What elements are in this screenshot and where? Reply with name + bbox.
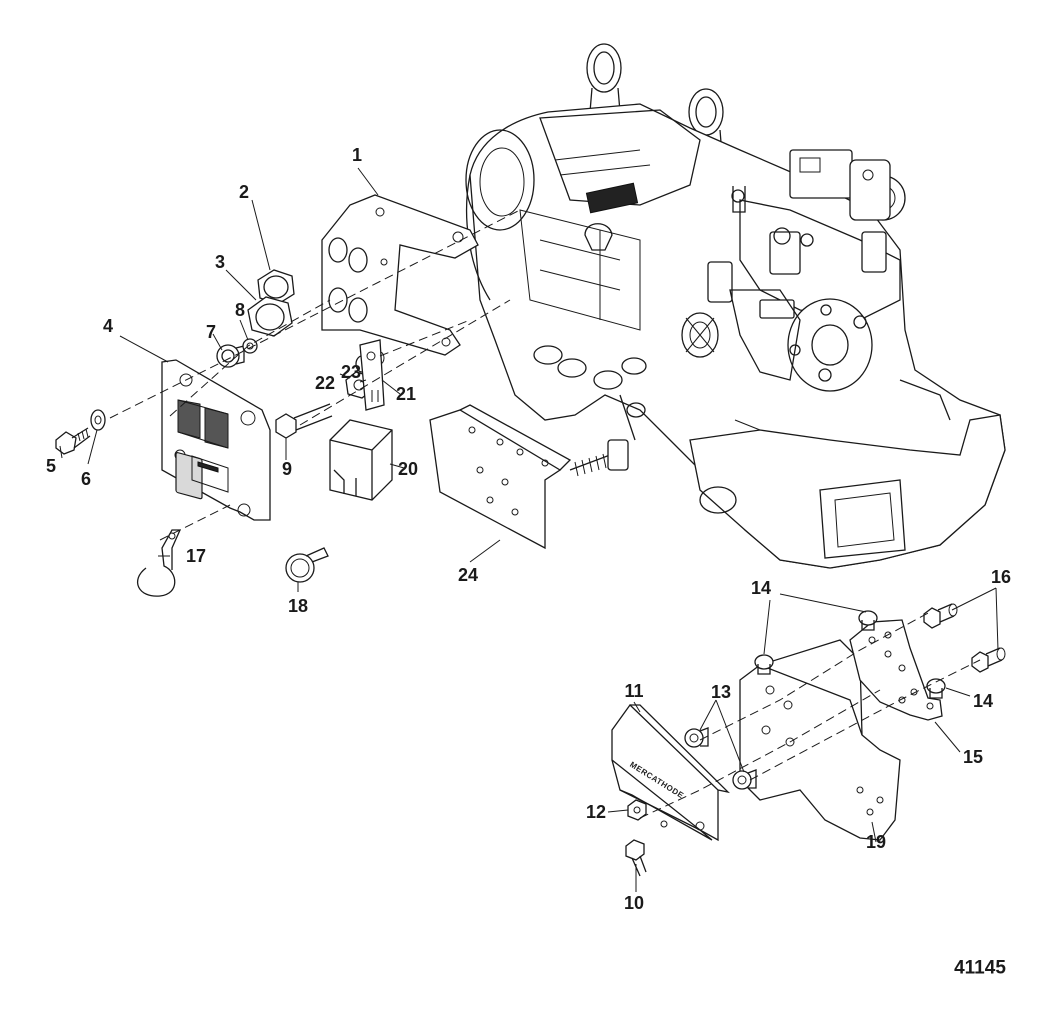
callout-8: 8 — [234, 300, 246, 320]
callout-19: 19 — [865, 832, 887, 852]
callout-1: 1 — [351, 145, 363, 165]
callout-17: 17 — [185, 546, 207, 566]
screw-14-top — [858, 610, 878, 631]
nut-12 — [627, 799, 647, 821]
seal-ring-3 — [247, 296, 293, 337]
bolt-16-top — [923, 603, 958, 629]
callout-11: 11 — [624, 681, 644, 701]
callout-6: 6 — [80, 469, 92, 489]
callout-9: 9 — [281, 459, 293, 479]
callout-13: 13 — [710, 682, 732, 702]
bolt-16-bottom — [971, 647, 1006, 673]
ecm-plate-4 — [161, 359, 271, 521]
spacer-8 — [242, 338, 258, 354]
screw-14-right — [926, 678, 946, 699]
bolt-9 — [275, 403, 333, 439]
callout-15: 15 — [962, 747, 984, 767]
callout-24: 24 — [457, 565, 479, 585]
callout-12: 12 — [585, 802, 607, 822]
callout-4: 4 — [102, 316, 114, 336]
nut-2 — [257, 269, 295, 305]
hose-clamp-18 — [285, 547, 329, 583]
washer-6 — [90, 409, 106, 431]
bracket-24 — [429, 404, 572, 550]
bracket-15 — [849, 619, 943, 721]
callout-23: 23 — [340, 362, 362, 382]
screw-14-left — [754, 654, 774, 675]
callout-14-top: 14 — [750, 578, 772, 598]
grommet-7 — [216, 344, 245, 368]
callout-20: 20 — [397, 459, 419, 479]
callout-2: 2 — [238, 182, 250, 202]
bushing-13-lower — [732, 769, 757, 790]
callout-3: 3 — [214, 252, 226, 272]
bushing-13-upper — [684, 727, 709, 748]
assembly-centerlines — [109, 209, 981, 819]
clip-21 — [359, 339, 385, 411]
bracket-1 — [321, 194, 479, 356]
relay-20 — [329, 419, 393, 501]
callout-16: 16 — [990, 567, 1012, 587]
callout-5: 5 — [45, 456, 57, 476]
callout-18: 18 — [287, 596, 309, 616]
callout-21: 21 — [395, 384, 417, 404]
engine-block — [465, 43, 1006, 569]
leader-lines — [59, 167, 999, 892]
callout-14-right: 14 — [972, 691, 994, 711]
mercathode-module-11 — [611, 704, 730, 842]
callout-7: 7 — [205, 322, 217, 342]
clamp-17 — [136, 529, 182, 597]
figure-number: 41145 — [954, 957, 1006, 979]
callout-10: 10 — [623, 893, 645, 913]
callout-22: 22 — [314, 373, 336, 393]
bolt-5 — [55, 427, 91, 455]
